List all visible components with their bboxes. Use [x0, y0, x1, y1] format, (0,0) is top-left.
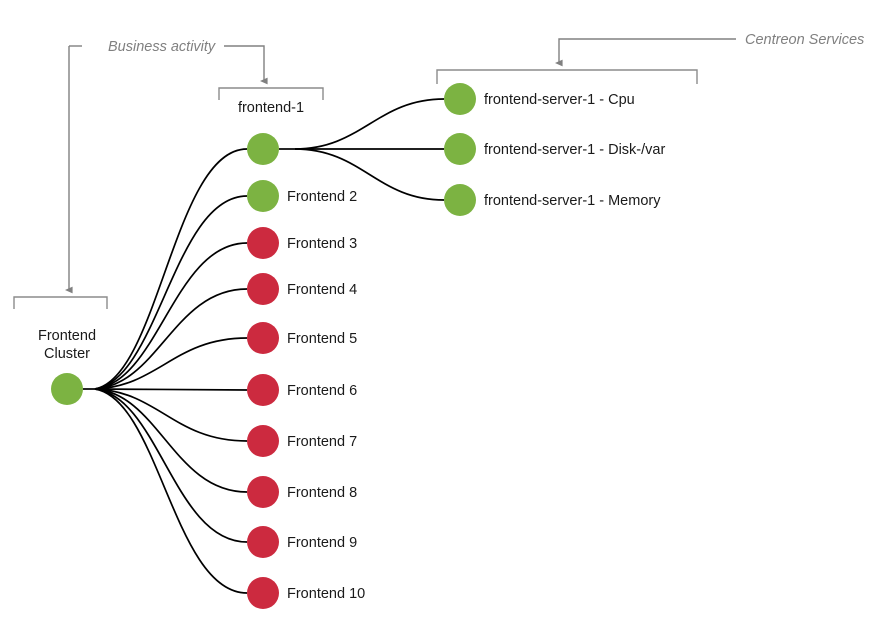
node-frontend-9[interactable] [247, 526, 279, 558]
node-label-frontend-3: Frontend 3 [287, 236, 357, 252]
node-label-frontend-1: frontend-1 [238, 100, 304, 116]
annotation-centreon-services-label: Centreon Services [745, 32, 864, 48]
node-frontend-5[interactable] [247, 322, 279, 354]
node-label-frontend-7: Frontend 7 [287, 434, 357, 450]
edge-cluster-to-frontend-3 [94, 242, 248, 390]
node-svc-memory[interactable] [444, 184, 476, 216]
node-svc-cpu[interactable] [444, 83, 476, 115]
node-frontend-2[interactable] [247, 180, 279, 212]
edge-cluster-to-frontend-10 [94, 388, 248, 594]
node-frontend-1[interactable] [247, 133, 279, 165]
node-frontend-3[interactable] [247, 227, 279, 259]
node-label-frontend-10: Frontend 10 [287, 586, 365, 602]
edge-cluster-to-frontend-5 [94, 337, 248, 390]
annotation-business-activity-label: Business activity [108, 39, 216, 55]
node-frontend-7[interactable] [247, 425, 279, 457]
node-label-frontend-4: Frontend 4 [287, 282, 357, 298]
node-frontend-6[interactable] [247, 374, 279, 406]
edges-activity-to-services [279, 98, 445, 201]
annotation-centreon-services-arrow [554, 38, 736, 67]
edges-cluster-to-activities [83, 148, 248, 594]
node-frontend-10[interactable] [247, 577, 279, 609]
edge-frontend-1-to-svc-cpu [294, 98, 445, 150]
node-svc-disk-var[interactable] [444, 133, 476, 165]
edge-cluster-to-frontend-1 [94, 148, 248, 390]
node-frontend-4[interactable] [247, 273, 279, 305]
node-label-svc-cpu: frontend-server-1 - Cpu [484, 92, 635, 108]
node-label-svc-memory: frontend-server-1 - Memory [484, 193, 661, 209]
edge-cluster-to-frontend-7 [94, 388, 248, 442]
node-frontend-cluster[interactable] [51, 373, 83, 405]
annotation-business-activity-arrow-to-frontend-1 [224, 45, 268, 85]
edge-cluster-to-frontend-8 [94, 388, 248, 493]
node-label-frontend-2: Frontend 2 [287, 189, 357, 205]
edge-cluster-to-frontend-2 [94, 195, 248, 390]
nodes-layer [51, 83, 476, 609]
bracket-frontend-1-group [218, 87, 324, 100]
node-label-frontend-5: Frontend 5 [287, 331, 357, 347]
group-brackets [13, 69, 698, 309]
bracket-frontend-cluster-group [13, 296, 108, 309]
bracket-centreon-services-group [436, 69, 698, 84]
edge-cluster-to-frontend-4 [94, 288, 248, 390]
node-label-frontend-9: Frontend 9 [287, 535, 357, 551]
annotation-connectors [64, 38, 736, 294]
node-label-frontend-6: Frontend 6 [287, 383, 357, 399]
node-label-frontend-8: Frontend 8 [287, 485, 357, 501]
edge-cluster-to-frontend-6 [94, 388, 248, 391]
edge-cluster-to-frontend-9 [94, 388, 248, 543]
edge-frontend-1-to-svc-memory [294, 148, 445, 201]
node-frontend-8[interactable] [247, 476, 279, 508]
node-label-svc-disk-var: frontend-server-1 - Disk-/var [484, 142, 665, 158]
